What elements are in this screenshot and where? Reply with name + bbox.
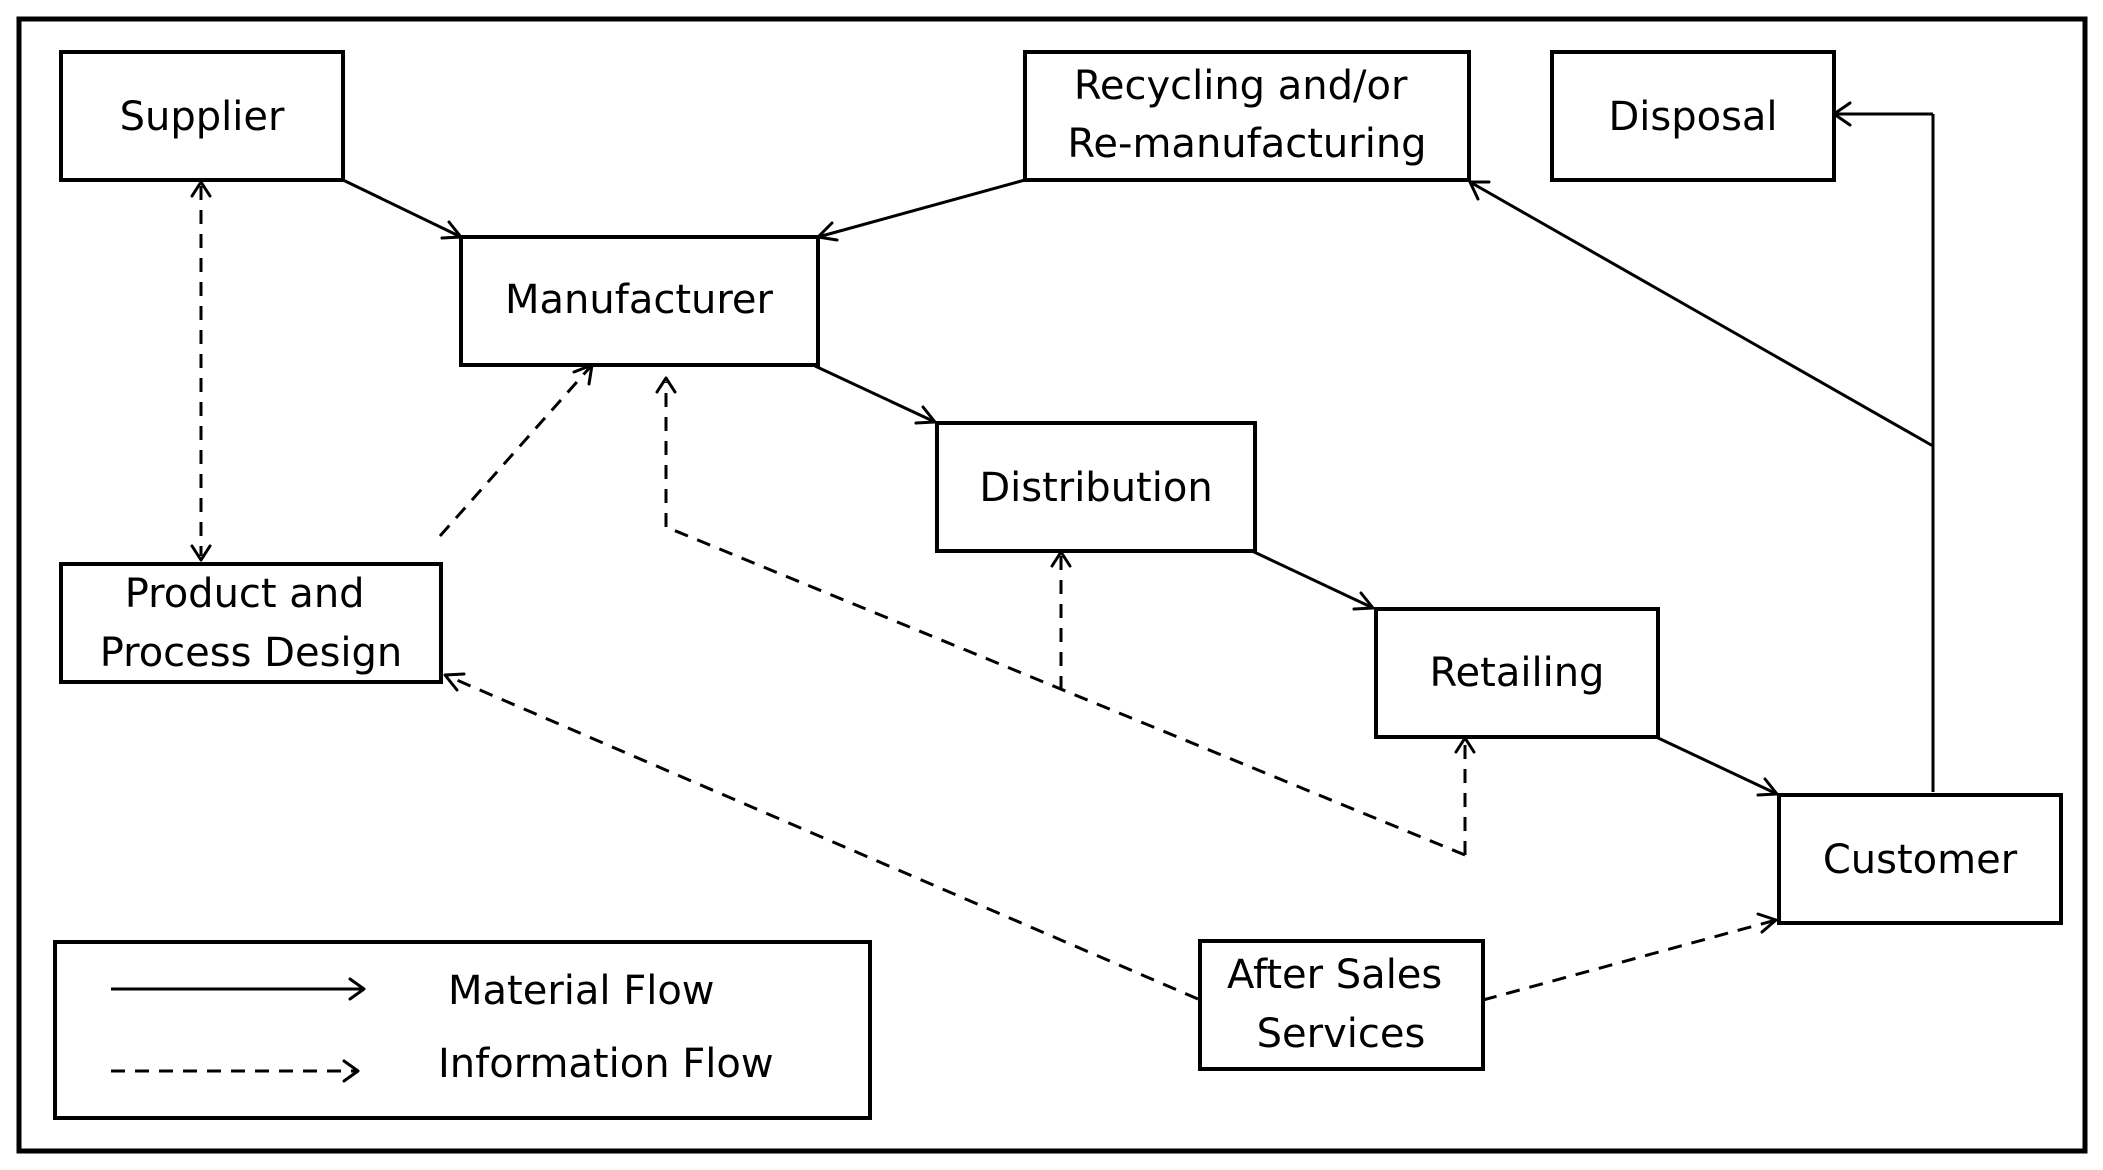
node-label: Distribution: [979, 465, 1212, 511]
legend-material-label: Material Flow: [448, 968, 715, 1014]
node-manufacturer: Manufacturer: [459, 235, 820, 367]
node-label: Recycling and/or Re-manufacturing: [1067, 63, 1426, 167]
node-recycling: Recycling and/or Re-manufacturing: [1023, 50, 1471, 182]
outer-frame: [16, 16, 2088, 1154]
node-distribution: Distribution: [935, 421, 1257, 553]
legend-information-label: Information Flow: [438, 1041, 774, 1087]
node-label: Customer: [1823, 837, 2018, 883]
edge-recycling-to-manufacturer: [816, 178, 1026, 242]
node-label: Product and Process Design: [100, 571, 403, 676]
edge-design-to-manufacturer-info: [438, 363, 594, 537]
node-customer: Customer: [1777, 793, 2063, 925]
node-retailing: Retailing: [1374, 607, 1660, 739]
edge-retailing-to-customer: [1655, 735, 1779, 797]
node-design: Product and Process Design: [59, 562, 443, 684]
edge-customer-to-recycling-disposal: [1468, 101, 1935, 792]
edge-manufacturer-to-distribution: [814, 364, 937, 425]
node-after-sales: After Sales Services: [1198, 939, 1485, 1071]
legend-information-sample: [111, 1059, 360, 1083]
edge-supplier-design-info: [190, 180, 212, 562]
edge-aftersales-to-customer-info: [1482, 912, 1778, 1002]
node-label: Disposal: [1608, 94, 1777, 140]
node-label: Manufacturer: [505, 277, 774, 323]
node-label: Supplier: [120, 94, 285, 140]
edge-supplier-to-manufacturer: [342, 178, 463, 240]
node-disposal: Disposal: [1550, 50, 1836, 182]
edge-aftersales-to-design-info: [443, 672, 1199, 1001]
node-label: Retailing: [1430, 650, 1605, 696]
legend-material-sample: [111, 977, 366, 1001]
legend: Material Flow Information Flow: [53, 940, 872, 1120]
edge-distribution-to-retailing: [1251, 549, 1375, 611]
node-supplier: Supplier: [59, 50, 345, 182]
node-label: After Sales Services: [1227, 952, 1455, 1057]
legend-box: [53, 940, 872, 1120]
edge-feedback-to-manufacturer-info: [655, 376, 1476, 857]
